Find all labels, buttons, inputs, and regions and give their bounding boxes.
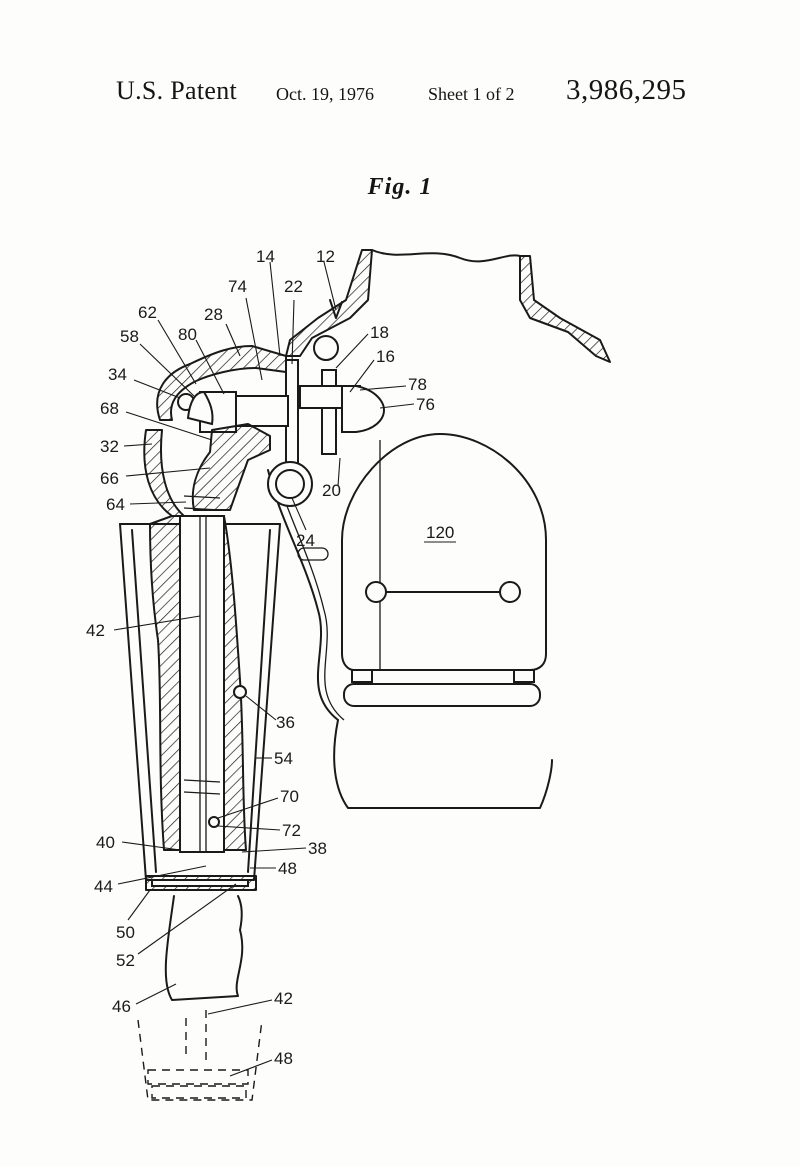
- leader-lines: [113, 261, 415, 1077]
- ref-numeral: 64: [106, 495, 125, 514]
- component-120: 120: [341, 433, 547, 707]
- ref-numeral: 46: [112, 997, 131, 1016]
- ref-numeral: 52: [116, 951, 135, 970]
- ref-numeral: 24: [296, 531, 315, 550]
- patent-date: Oct. 19, 1976: [276, 84, 374, 104]
- ref-numeral: 72: [282, 821, 301, 840]
- ref-numeral: 12: [316, 247, 335, 266]
- component-120-label: 120: [426, 523, 454, 542]
- ref-numeral: 80: [178, 325, 197, 344]
- ref-numeral: 76: [416, 395, 435, 414]
- ref-numeral: 74: [228, 277, 247, 296]
- alternate-position-dashed: [137, 1010, 263, 1101]
- ref-numeral: 40: [96, 833, 115, 852]
- ref-numeral: 42: [86, 621, 105, 640]
- ref-numeral: 78: [408, 375, 427, 394]
- ref-numeral: 16: [376, 347, 395, 366]
- ref-numeral: 66: [100, 469, 119, 488]
- ref-numeral: 36: [276, 713, 295, 732]
- figure-title: Fig. 1: [367, 174, 433, 200]
- patent-label: U.S. Patent: [116, 76, 238, 105]
- ref-numeral: 32: [100, 437, 119, 456]
- reference-numerals: 14 12 74 22 62 28 18 58 80 16 34 78 76 6…: [86, 247, 435, 1068]
- ref-numeral: 62: [138, 303, 157, 322]
- ref-numeral: 42: [274, 989, 293, 1008]
- ref-numeral: 50: [116, 923, 135, 942]
- ref-numeral: 48: [274, 1049, 293, 1068]
- ref-numeral: 48: [278, 859, 297, 878]
- ref-numeral: 14: [256, 247, 275, 266]
- torso-outline: [267, 249, 611, 809]
- ref-numeral: 22: [284, 277, 303, 296]
- ref-numeral: 18: [370, 323, 389, 342]
- ref-numeral: 44: [94, 877, 113, 896]
- ref-numeral: 70: [280, 787, 299, 806]
- patent-number: 3,986,295: [566, 74, 687, 106]
- shoulder-housing: [143, 335, 386, 561]
- ref-numeral: 34: [108, 365, 127, 384]
- ref-numeral: 68: [100, 399, 119, 418]
- ref-numeral: 38: [308, 839, 327, 858]
- page-header: U.S. Patent Oct. 19, 1976 Sheet 1 of 2 3…: [0, 62, 800, 122]
- arm-socket: [119, 495, 281, 891]
- sheet-indicator: Sheet 1 of 2: [428, 84, 515, 104]
- residual-limb: [164, 895, 244, 1001]
- ref-numeral: 58: [120, 327, 139, 346]
- ref-numeral: 20: [322, 481, 341, 500]
- ref-numeral: 54: [274, 749, 293, 768]
- ref-numeral: 28: [204, 305, 223, 324]
